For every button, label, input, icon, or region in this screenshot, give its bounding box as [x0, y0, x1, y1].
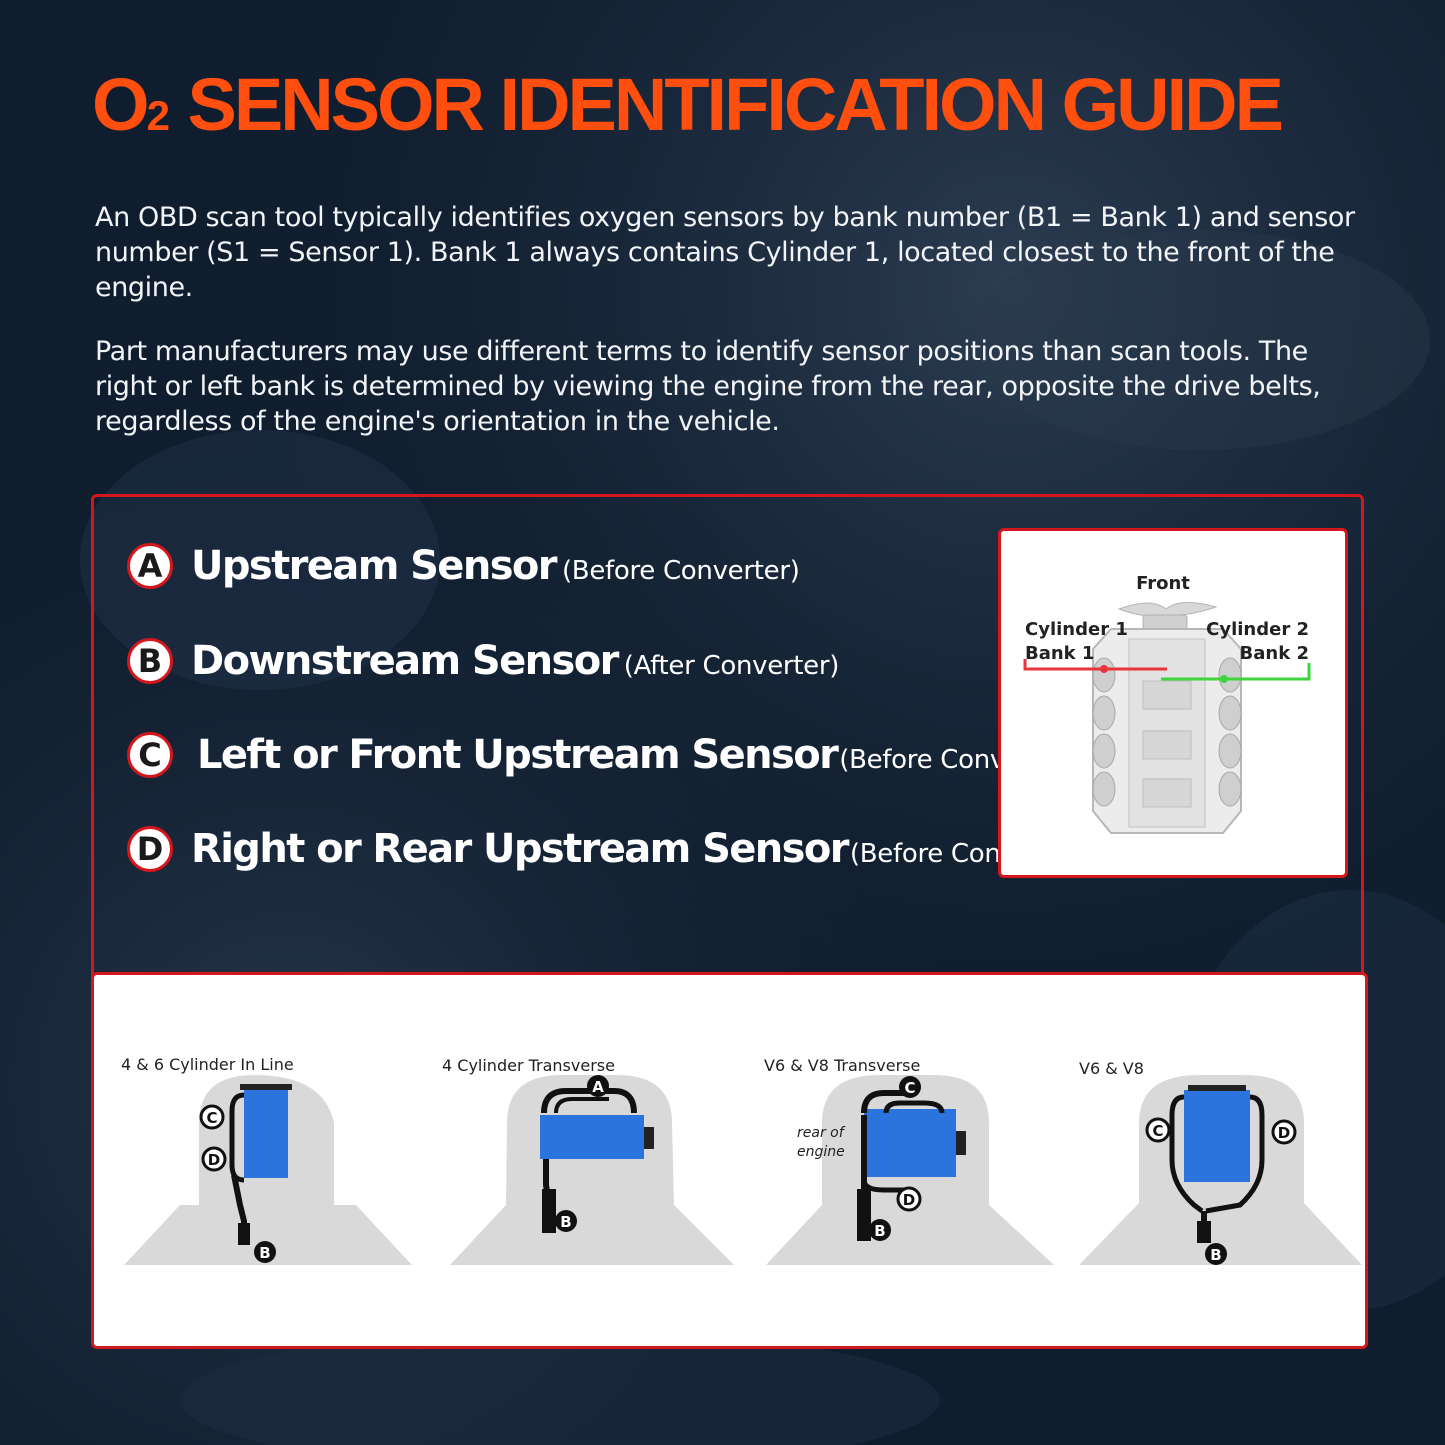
cylinder-1-marker [1100, 665, 1108, 673]
layout-v-transverse: V6 & V8 Transverse rear of engine C D B [764, 1056, 1054, 1265]
engine-icon [864, 1109, 956, 1177]
sensor-d-badge: D [127, 826, 173, 872]
cylinder-2-marker [1220, 675, 1228, 683]
layout-v-engine: V6 & V8 C D B [1079, 1059, 1362, 1265]
layout-4cyl-marker-a: A [592, 1078, 604, 1096]
fan-icon [1117, 602, 1218, 630]
layout-v-engine-marker-c: C [1152, 1122, 1163, 1140]
left-cylinder-label: Cylinder 1 [1025, 619, 1128, 640]
layout-inline-marker-b: B [259, 1244, 270, 1262]
layout-4cyl-marker-b: B [560, 1213, 571, 1231]
intro-paragraph-2: Part manufacturers may use different ter… [95, 336, 1321, 437]
layout-v-transverse-label: V6 & V8 Transverse [764, 1056, 920, 1075]
layout-v-engine-marker-d: D [1278, 1124, 1290, 1142]
right-bank-label: Bank 2 [1240, 643, 1309, 664]
sensor-c-badge: C [127, 732, 173, 778]
sensor-d-name: Right or Rear Upstream Sensor [191, 826, 850, 872]
rear-of-engine-note-2: engine [797, 1144, 845, 1160]
sensor-row-a: A Upstream Sensor (Before Converter) [127, 543, 800, 589]
page-title: O2 SENSOR IDENTIFICATION GUIDE [92, 63, 1284, 146]
sensor-row-d: D Right or Rear Upstream Sensor (Before … [127, 826, 1088, 872]
layout-v-transverse-marker-b: B [874, 1222, 885, 1240]
sensor-a-badge: A [127, 543, 173, 589]
sensor-b-note: (After Converter) [623, 651, 840, 681]
layout-v-engine-label: V6 & V8 [1079, 1059, 1144, 1078]
layout-v-transverse-marker-d: D [903, 1191, 915, 1209]
right-cylinder-label: Cylinder 2 [1206, 619, 1309, 640]
sensor-c-name: Left or Front Upstream Sensor [197, 732, 839, 778]
sensor-b-name: Downstream Sensor [191, 638, 619, 684]
rear-of-engine-note-1: rear of [797, 1125, 846, 1141]
engine-bank-diagram: Front Cylinder 1 Bank 1 Cylinder 2 Bank … [998, 528, 1348, 878]
engine-layouts-panel: 4 & 6 Cylinder In Line C D B 4 Cylinder … [91, 972, 1368, 1349]
layout-4cyl-label: 4 Cylinder Transverse [442, 1056, 615, 1075]
sensor-a-name: Upstream Sensor [191, 543, 558, 589]
engine-icon [1184, 1090, 1250, 1182]
sensor-a-note: (Before Converter) [561, 556, 800, 586]
engine-icon [244, 1088, 288, 1178]
layout-v-transverse-marker-c: C [904, 1079, 915, 1097]
layout-v-engine-marker-b: B [1210, 1246, 1221, 1264]
layout-inline-label: 4 & 6 Cylinder In Line [121, 1055, 294, 1074]
left-bank-label: Bank 1 [1025, 643, 1094, 664]
front-label: Front [1136, 573, 1190, 594]
layout-inline-marker-c: C [206, 1109, 217, 1127]
engine-icon [540, 1115, 644, 1159]
bank-1-indicator [1023, 659, 1167, 671]
sensor-b-badge: B [127, 638, 173, 684]
sensor-row-c: C Left or Front Upstream Sensor (Before … [127, 732, 1077, 778]
layout-4cyl-transverse: 4 Cylinder Transverse A B [442, 1056, 734, 1265]
bank-2-indicator [1161, 663, 1311, 681]
layout-inline: 4 & 6 Cylinder In Line C D B [121, 1055, 412, 1265]
sensor-row-b: B Downstream Sensor (After Converter) [127, 638, 839, 684]
intro-paragraph-1: An OBD scan tool typically identifies ox… [95, 202, 1355, 303]
layout-inline-marker-d: D [208, 1151, 220, 1169]
engine-block-icon [1092, 628, 1242, 834]
